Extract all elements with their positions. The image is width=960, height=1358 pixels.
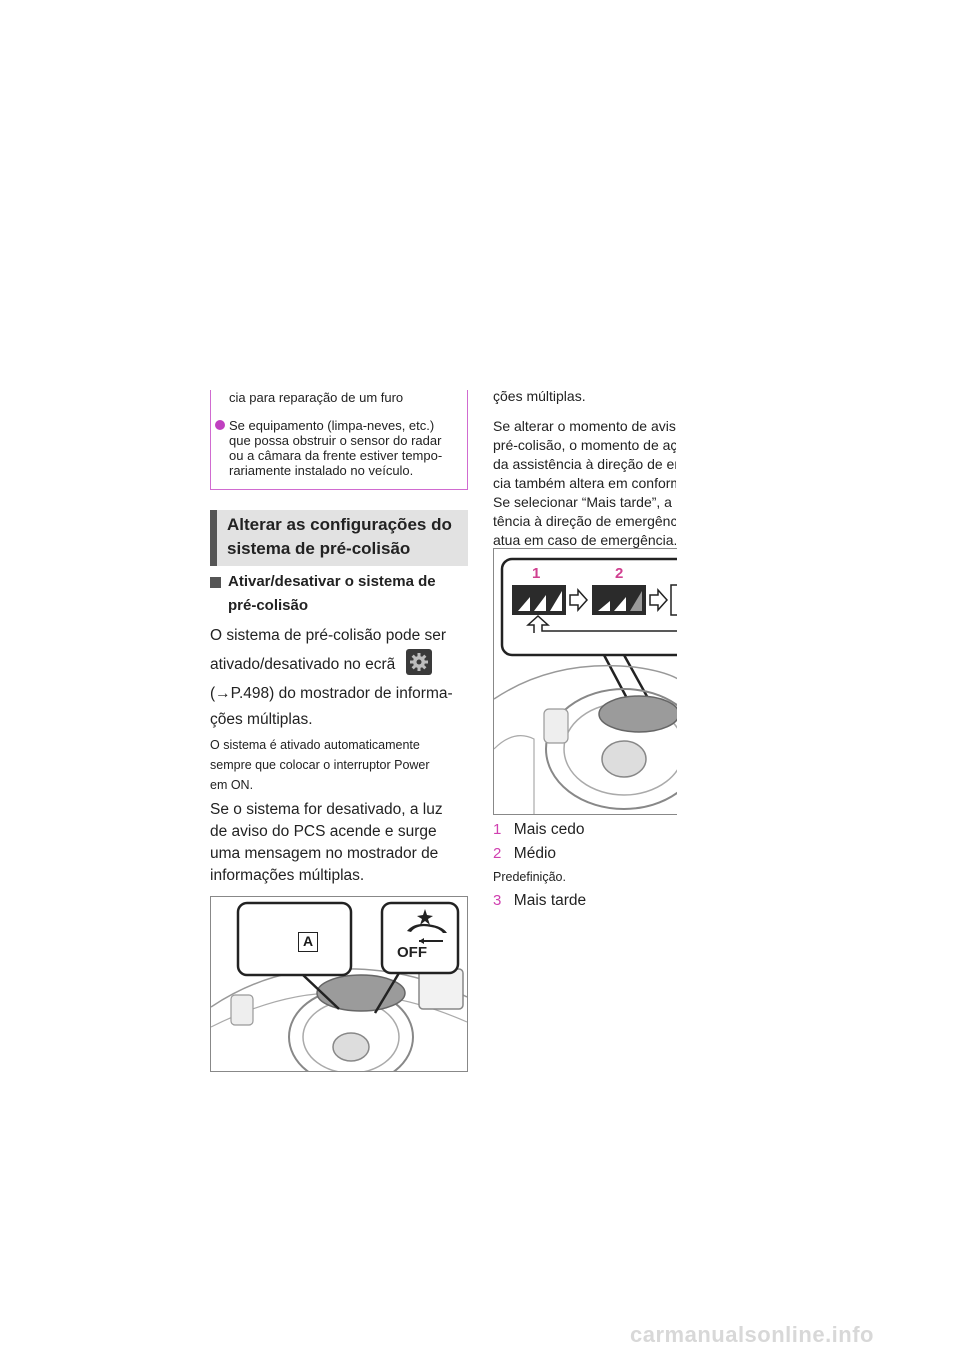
callout-label-a: A: [298, 932, 318, 952]
paragraph-1-line-1: O sistema de pré-colisão pode ser: [210, 627, 447, 644]
paragraph-2-line-4: informações múltiplas.: [210, 867, 365, 884]
paragraph-2-line-1: Se o sistema for desativado, a luz: [210, 801, 443, 818]
option-2-label: Médio: [513, 845, 557, 862]
square-bullet-icon: [210, 577, 221, 588]
note-bullet-line-2: que possa obstruir o sensor do radar: [229, 433, 442, 448]
right-column-text: ções múltiplas. Se alterar o momento de …: [493, 388, 676, 548]
pcs-off-label: OFF: [397, 944, 427, 961]
small-note-line-1: O sistema é ativado automaticamente: [210, 738, 420, 752]
option-3-number: 3: [493, 892, 502, 909]
paragraph-1-line-2: ativado/desativado no ecrã: [210, 656, 396, 673]
note-bullet-line-4: rariamente instalado no veículo.: [229, 463, 414, 478]
option-1-label: Mais cedo: [513, 821, 585, 838]
right-line-6: Se selecionar “Mais tarde”, a assis-: [493, 494, 676, 510]
level-label-1: 1: [532, 565, 541, 582]
level-label-2: 2: [615, 565, 624, 582]
heading-line-2: sistema de pré-colisão: [227, 539, 411, 558]
option-2-number: 2: [493, 845, 502, 862]
small-note-line-2: sempre que colocar o interruptor Power: [210, 758, 430, 772]
timing-setting-illustration: 1 2: [493, 548, 677, 815]
right-line-8: atua em caso de emergência.: [493, 532, 676, 548]
subsection-title-line-2: pré-colisão: [228, 597, 309, 614]
paragraph-1-line-3: (→P.498) do mostrador de informa-: [210, 685, 453, 702]
option-1-number: 1: [493, 821, 502, 838]
heading-line-1: Alterar as configurações do: [227, 515, 452, 534]
right-line-2: Se alterar o momento de aviso de: [493, 418, 676, 434]
note-line-top: cia para reparação de um furo: [229, 390, 404, 405]
option-2: 2 Médio: [493, 844, 556, 864]
settings-gear-icon: [406, 649, 432, 675]
option-3: 3 Mais tarde: [493, 891, 586, 911]
small-note-line-3: em ON.: [210, 778, 254, 792]
section-heading: Alterar as configurações do sistema de p…: [210, 510, 468, 566]
right-line-1: ções múltiplas.: [493, 388, 586, 404]
paragraph-2-line-3: uma mensagem no mostrador de: [210, 845, 439, 862]
note-bullet-line-1: Se equipamento (limpa-neves, etc.): [229, 418, 435, 433]
right-line-5: cia também altera em conformidade.: [493, 475, 676, 491]
option-1: 1 Mais cedo: [493, 820, 584, 840]
right-line-3: pré-colisão, o momento de ação: [493, 437, 676, 453]
bullet-icon: [215, 420, 225, 430]
option-3-label: Mais tarde: [513, 892, 587, 909]
watermark-text: carmanualsonline.info: [630, 1322, 874, 1347]
default-note: Predefinição.: [493, 870, 566, 884]
pcs-off-dashboard-illustration: A OFF: [210, 896, 468, 1072]
caution-note-box: cia para reparação de um furo Se equipam…: [210, 390, 468, 490]
note-bullet-line-3: ou a câmara da frente estiver tempo-: [229, 448, 443, 463]
right-line-4: da assistência à direção de emergên-: [493, 456, 676, 472]
paragraph-1-line-4: ções múltiplas.: [210, 711, 313, 728]
subsection-title-line-1: Ativar/desativar o sistema de: [228, 573, 436, 590]
paragraph-2-line-2: de aviso do PCS acende e surge: [210, 823, 437, 840]
right-line-7: tência à direção de emergência não: [493, 513, 676, 529]
